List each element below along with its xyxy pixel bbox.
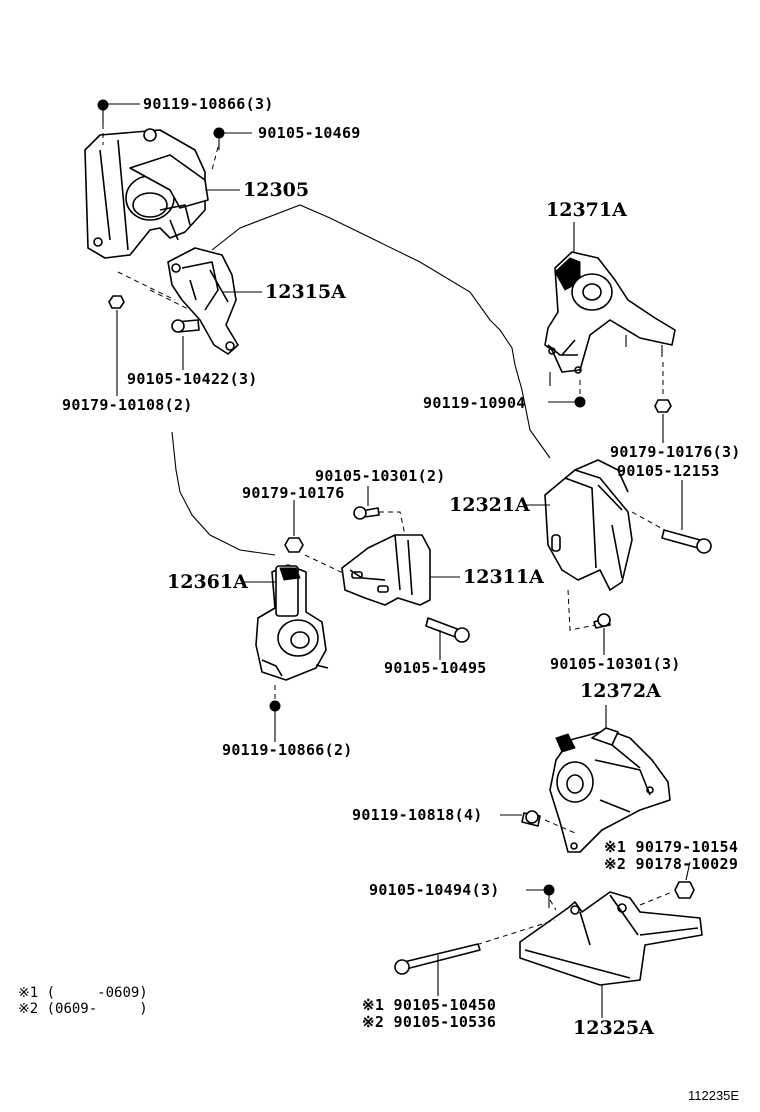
label-90105-10301-3: 90105-10301(3) xyxy=(550,655,681,673)
bolt-90105-10301-2-icon xyxy=(353,506,380,520)
label-90119-10904: 90119-10904 xyxy=(423,394,526,412)
part-12305-drawing xyxy=(84,128,209,259)
nut-90179-10108-icon xyxy=(108,295,125,309)
label-12315a: 12315A xyxy=(265,281,346,303)
label-90179-10154: ※1 90179-10154 xyxy=(604,838,738,856)
label-90119-10866-2: 90119-10866(2) xyxy=(222,741,353,759)
nut-90179-10176-icon xyxy=(284,537,304,553)
leader-lines xyxy=(108,103,691,1018)
label-90179-10176-3: 90179-10176(3) xyxy=(610,443,741,461)
label-12371a: 12371A xyxy=(546,199,627,221)
bolt-90119-10866-2-icon xyxy=(269,700,281,726)
bolt-90105-10494-icon xyxy=(543,884,555,908)
drawing-code: 112235E xyxy=(688,1088,739,1103)
part-12315a-drawing xyxy=(167,247,239,355)
bolt-90119-10818-icon xyxy=(521,810,541,827)
bolt-90105-10422-icon xyxy=(171,319,200,333)
label-90179-10108-2: 90179-10108(2) xyxy=(62,396,193,414)
note-1: ※1 ( -0609) xyxy=(18,985,148,1001)
label-12311a: 12311A xyxy=(463,566,544,588)
label-12372a: 12372A xyxy=(580,680,661,702)
part-12325a-drawing xyxy=(519,891,703,986)
part-12321a-drawing xyxy=(544,459,633,591)
bolt-90119-10866-icon xyxy=(97,99,109,124)
label-90178-10029: ※2 90178-10029 xyxy=(604,855,738,873)
label-90105-12153: 90105-12153 xyxy=(617,462,720,480)
label-90105-10469: 90105-10469 xyxy=(258,124,361,142)
part-12361a-drawing xyxy=(255,564,329,681)
label-90105-10422-3: 90105-10422(3) xyxy=(127,370,258,388)
label-90105-10495: 90105-10495 xyxy=(384,659,487,677)
label-12361a: 12361A xyxy=(167,571,248,593)
part-12311a-drawing xyxy=(341,534,431,606)
label-12321a: 12321A xyxy=(449,494,530,516)
label-90119-10818-4: 90119-10818(4) xyxy=(352,806,483,824)
part-12372a-drawing xyxy=(549,727,671,853)
nut-90179-10176-3-icon xyxy=(654,399,672,413)
note-2: ※2 (0609- ) xyxy=(18,1001,148,1017)
bolt-90105-10495-icon xyxy=(425,617,470,643)
label-90105-10450: ※1 90105-10450 xyxy=(362,996,496,1014)
bolt-90119-10904-icon xyxy=(574,396,586,408)
label-90119-10866-3: 90119-10866(3) xyxy=(143,95,274,113)
label-12305: 12305 xyxy=(243,179,309,201)
bolt-90105-10450-icon xyxy=(394,943,481,975)
nut-90179-10154-icon xyxy=(674,881,695,899)
label-90105-10301-2: 90105-10301(2) xyxy=(315,467,446,485)
label-90105-10494-3: 90105-10494(3) xyxy=(369,881,500,899)
label-90179-10176: 90179-10176 xyxy=(242,484,345,502)
bolt-90105-10469-icon xyxy=(213,127,225,150)
bolt-90105-12153-icon xyxy=(661,529,712,554)
bolt-90105-10301-3-icon xyxy=(593,613,611,629)
part-12371a-drawing xyxy=(544,251,676,386)
connection-lines xyxy=(171,204,551,556)
label-90105-10536: ※2 90105-10536 xyxy=(362,1013,496,1031)
label-12325a: 12325A xyxy=(573,1017,654,1039)
